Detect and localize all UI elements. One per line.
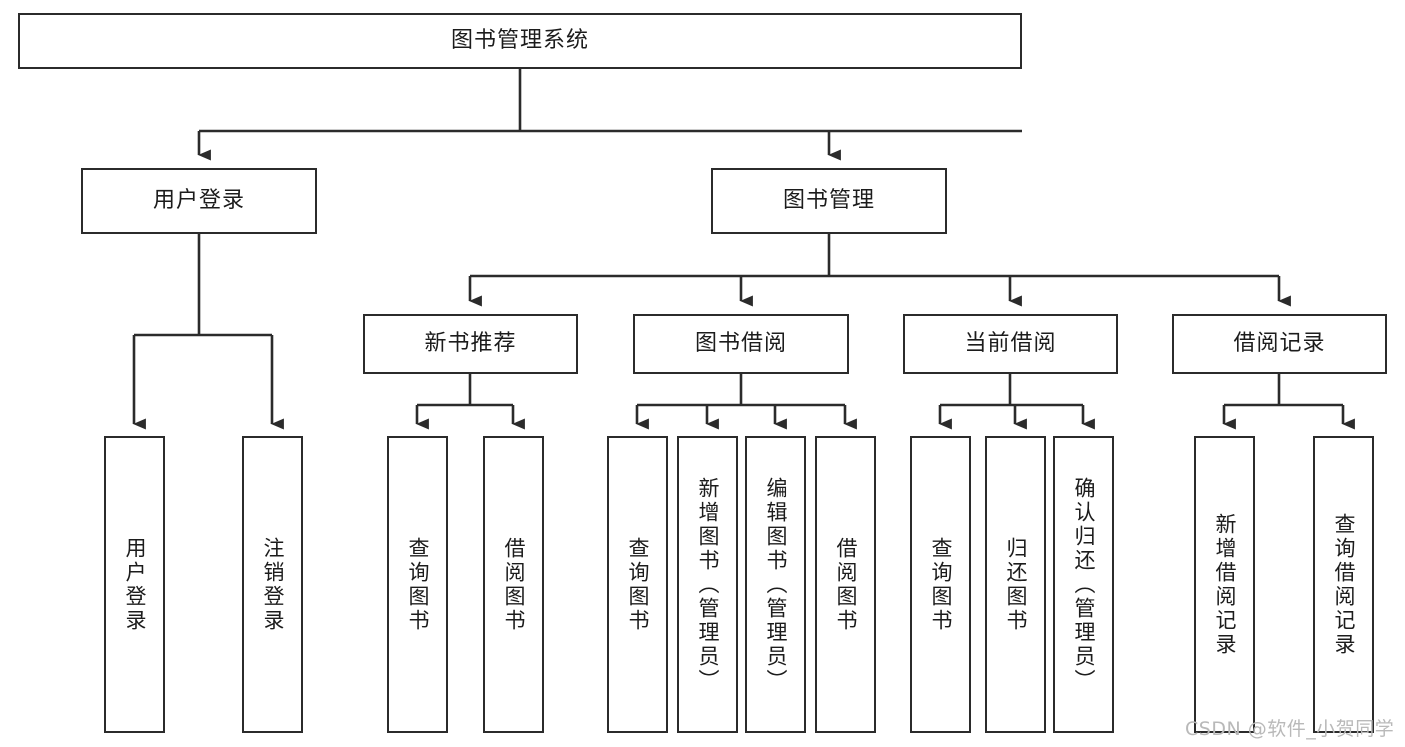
node-label: 图书管理系统 bbox=[450, 28, 589, 54]
node-label: 新增图书（管理员） bbox=[696, 476, 720, 693]
leaf-query-books-borrowing[interactable]: 查询图书 bbox=[607, 436, 668, 733]
node-label: 用户登录 bbox=[123, 536, 147, 633]
node-new-book-recommendation[interactable]: 新书推荐 bbox=[363, 314, 578, 374]
leaf-return-books[interactable]: 归还图书 bbox=[985, 436, 1046, 733]
node-label: 查询图书 bbox=[929, 536, 953, 633]
leaf-confirm-return-admin[interactable]: 确认归还（管理员） bbox=[1053, 436, 1114, 733]
node-label: 注销登录 bbox=[261, 536, 285, 633]
node-label: 查询借阅记录 bbox=[1332, 512, 1356, 657]
node-label: 查询图书 bbox=[626, 536, 650, 633]
leaf-edit-book-admin[interactable]: 编辑图书（管理员） bbox=[745, 436, 806, 733]
node-label: 借阅记录 bbox=[1233, 331, 1326, 357]
node-label: 借阅图书 bbox=[834, 536, 858, 633]
node-book-management[interactable]: 图书管理 bbox=[711, 168, 947, 234]
node-borrow-records[interactable]: 借阅记录 bbox=[1172, 314, 1387, 374]
node-current-borrowing[interactable]: 当前借阅 bbox=[903, 314, 1118, 374]
leaf-query-books-current[interactable]: 查询图书 bbox=[910, 436, 971, 733]
node-user-login[interactable]: 用户登录 bbox=[81, 168, 317, 234]
node-label: 图书借阅 bbox=[694, 331, 787, 357]
leaf-add-borrow-record[interactable]: 新增借阅记录 bbox=[1194, 436, 1255, 733]
leaf-query-borrow-record[interactable]: 查询借阅记录 bbox=[1313, 436, 1374, 733]
leaf-borrow-books-borrowing[interactable]: 借阅图书 bbox=[815, 436, 876, 733]
leaf-user-login[interactable]: 用户登录 bbox=[104, 436, 165, 733]
node-label: 图书管理 bbox=[782, 188, 875, 214]
node-label: 归还图书 bbox=[1004, 536, 1028, 633]
node-label: 用户登录 bbox=[152, 188, 245, 214]
node-label: 编辑图书（管理员） bbox=[764, 476, 788, 693]
node-book-borrowing[interactable]: 图书借阅 bbox=[633, 314, 849, 374]
leaf-query-books-recommendation[interactable]: 查询图书 bbox=[387, 436, 448, 733]
leaf-logout[interactable]: 注销登录 bbox=[242, 436, 303, 733]
leaf-borrow-books-recommendation[interactable]: 借阅图书 bbox=[483, 436, 544, 733]
node-label: 新书推荐 bbox=[424, 331, 517, 357]
node-label: 借阅图书 bbox=[502, 536, 526, 633]
node-root-book-management-system[interactable]: 图书管理系统 bbox=[18, 13, 1022, 69]
node-label: 查询图书 bbox=[406, 536, 430, 633]
node-label: 新增借阅记录 bbox=[1213, 512, 1237, 657]
leaf-add-book-admin[interactable]: 新增图书（管理员） bbox=[677, 436, 738, 733]
node-label: 当前借阅 bbox=[964, 331, 1057, 357]
node-label: 确认归还（管理员） bbox=[1072, 476, 1096, 693]
csdn-watermark: CSDN @软件_小贺同学 bbox=[1185, 718, 1395, 740]
